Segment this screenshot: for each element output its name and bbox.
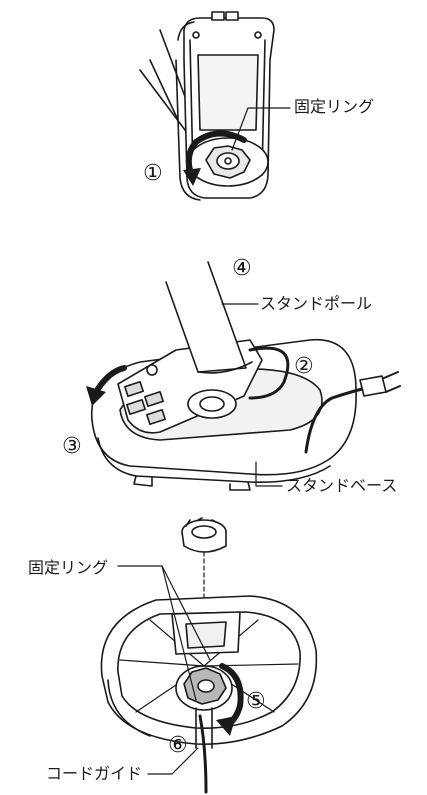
stand-pole-label: スタンドポール (260, 294, 373, 313)
step-6-marker: ⑥ (168, 733, 188, 758)
step-2-marker: ② (294, 354, 314, 379)
base-underside (100, 565, 318, 794)
step-3-marker: ③ (62, 434, 82, 459)
stand-assembly (86, 261, 401, 491)
stand-base-label: スタンドベース (286, 476, 398, 495)
step-1-marker: ① (143, 161, 163, 186)
fixing-ring-part (181, 517, 227, 601)
scanner-device (139, 11, 291, 201)
step-5-marker: ⑤ (246, 689, 266, 714)
cord-guide-label: コードガイド (46, 764, 143, 783)
step-4-marker: ④ (232, 256, 252, 281)
fixing-ring-label-top: 固定リング (294, 97, 375, 116)
fixing-ring-label-bottom: 固定リング (28, 558, 109, 577)
